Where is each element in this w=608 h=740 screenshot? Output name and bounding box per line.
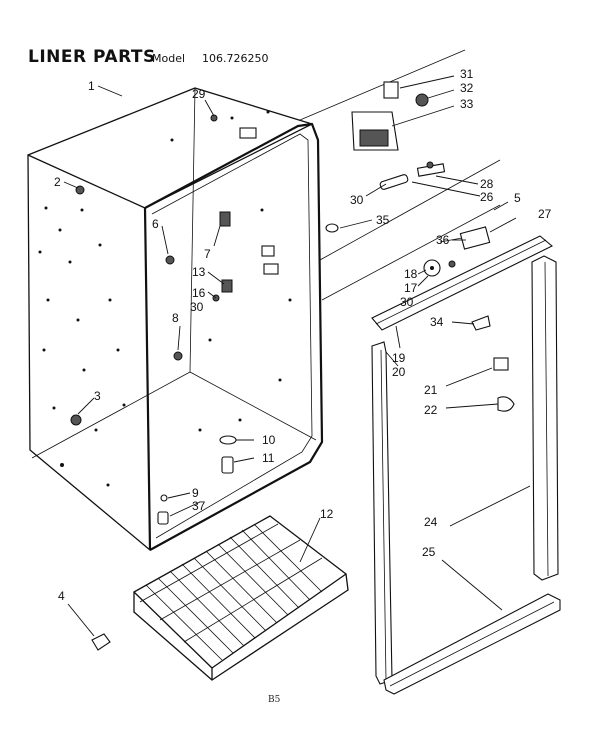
callout-10: 10	[262, 433, 276, 447]
upper-right-parts	[299, 49, 501, 331]
callout-1: 1	[88, 79, 95, 93]
callout-3: 3	[94, 389, 101, 403]
callout-36: 36	[436, 233, 450, 247]
breaker-frame	[371, 235, 561, 695]
callout-20: 20	[392, 365, 406, 379]
callout-30-c: 30	[350, 193, 364, 207]
part-4-foot	[91, 633, 111, 651]
callout-27: 27	[538, 207, 552, 221]
callout-labels: 1 2 3 4 5 6 7 8 9 10 11 12 13 16 30 18 1…	[54, 67, 552, 603]
callout-33: 33	[460, 97, 474, 111]
callout-21: 21	[424, 383, 438, 397]
callout-25: 25	[422, 545, 436, 559]
callout-6: 6	[152, 217, 159, 231]
callout-8: 8	[172, 311, 179, 325]
callout-7: 7	[204, 247, 211, 261]
callout-37: 37	[192, 499, 206, 513]
callout-17: 17	[404, 281, 418, 295]
callout-4: 4	[58, 589, 65, 603]
wire-basket	[133, 515, 349, 681]
callout-22: 22	[424, 403, 438, 417]
callout-19: 19	[392, 351, 406, 365]
leader-lines	[63, 75, 531, 637]
callout-9: 9	[192, 486, 199, 500]
liner-cabinet	[27, 87, 324, 551]
callout-2: 2	[54, 175, 61, 189]
model-number: 106.726250	[202, 52, 268, 65]
callout-5: 5	[514, 191, 521, 205]
callout-26: 26	[480, 190, 494, 204]
callout-34: 34	[430, 315, 444, 329]
callout-35: 35	[376, 213, 390, 227]
callout-31: 31	[460, 67, 474, 81]
callout-16: 16	[192, 286, 206, 300]
diagram-title: LINER PARTS	[28, 47, 156, 67]
callout-11: 11	[262, 451, 275, 465]
callout-24: 24	[424, 515, 438, 529]
callout-13: 13	[192, 265, 206, 279]
callout-12: 12	[320, 507, 334, 521]
page-code: B5	[268, 695, 281, 705]
callout-32: 32	[460, 81, 474, 95]
callout-30-a: 30	[190, 300, 204, 314]
callout-29: 29	[192, 87, 206, 101]
callout-18: 18	[404, 267, 418, 281]
callout-28: 28	[480, 177, 494, 191]
callout-30-b: 30	[400, 295, 414, 309]
model-label: Model	[152, 52, 185, 65]
